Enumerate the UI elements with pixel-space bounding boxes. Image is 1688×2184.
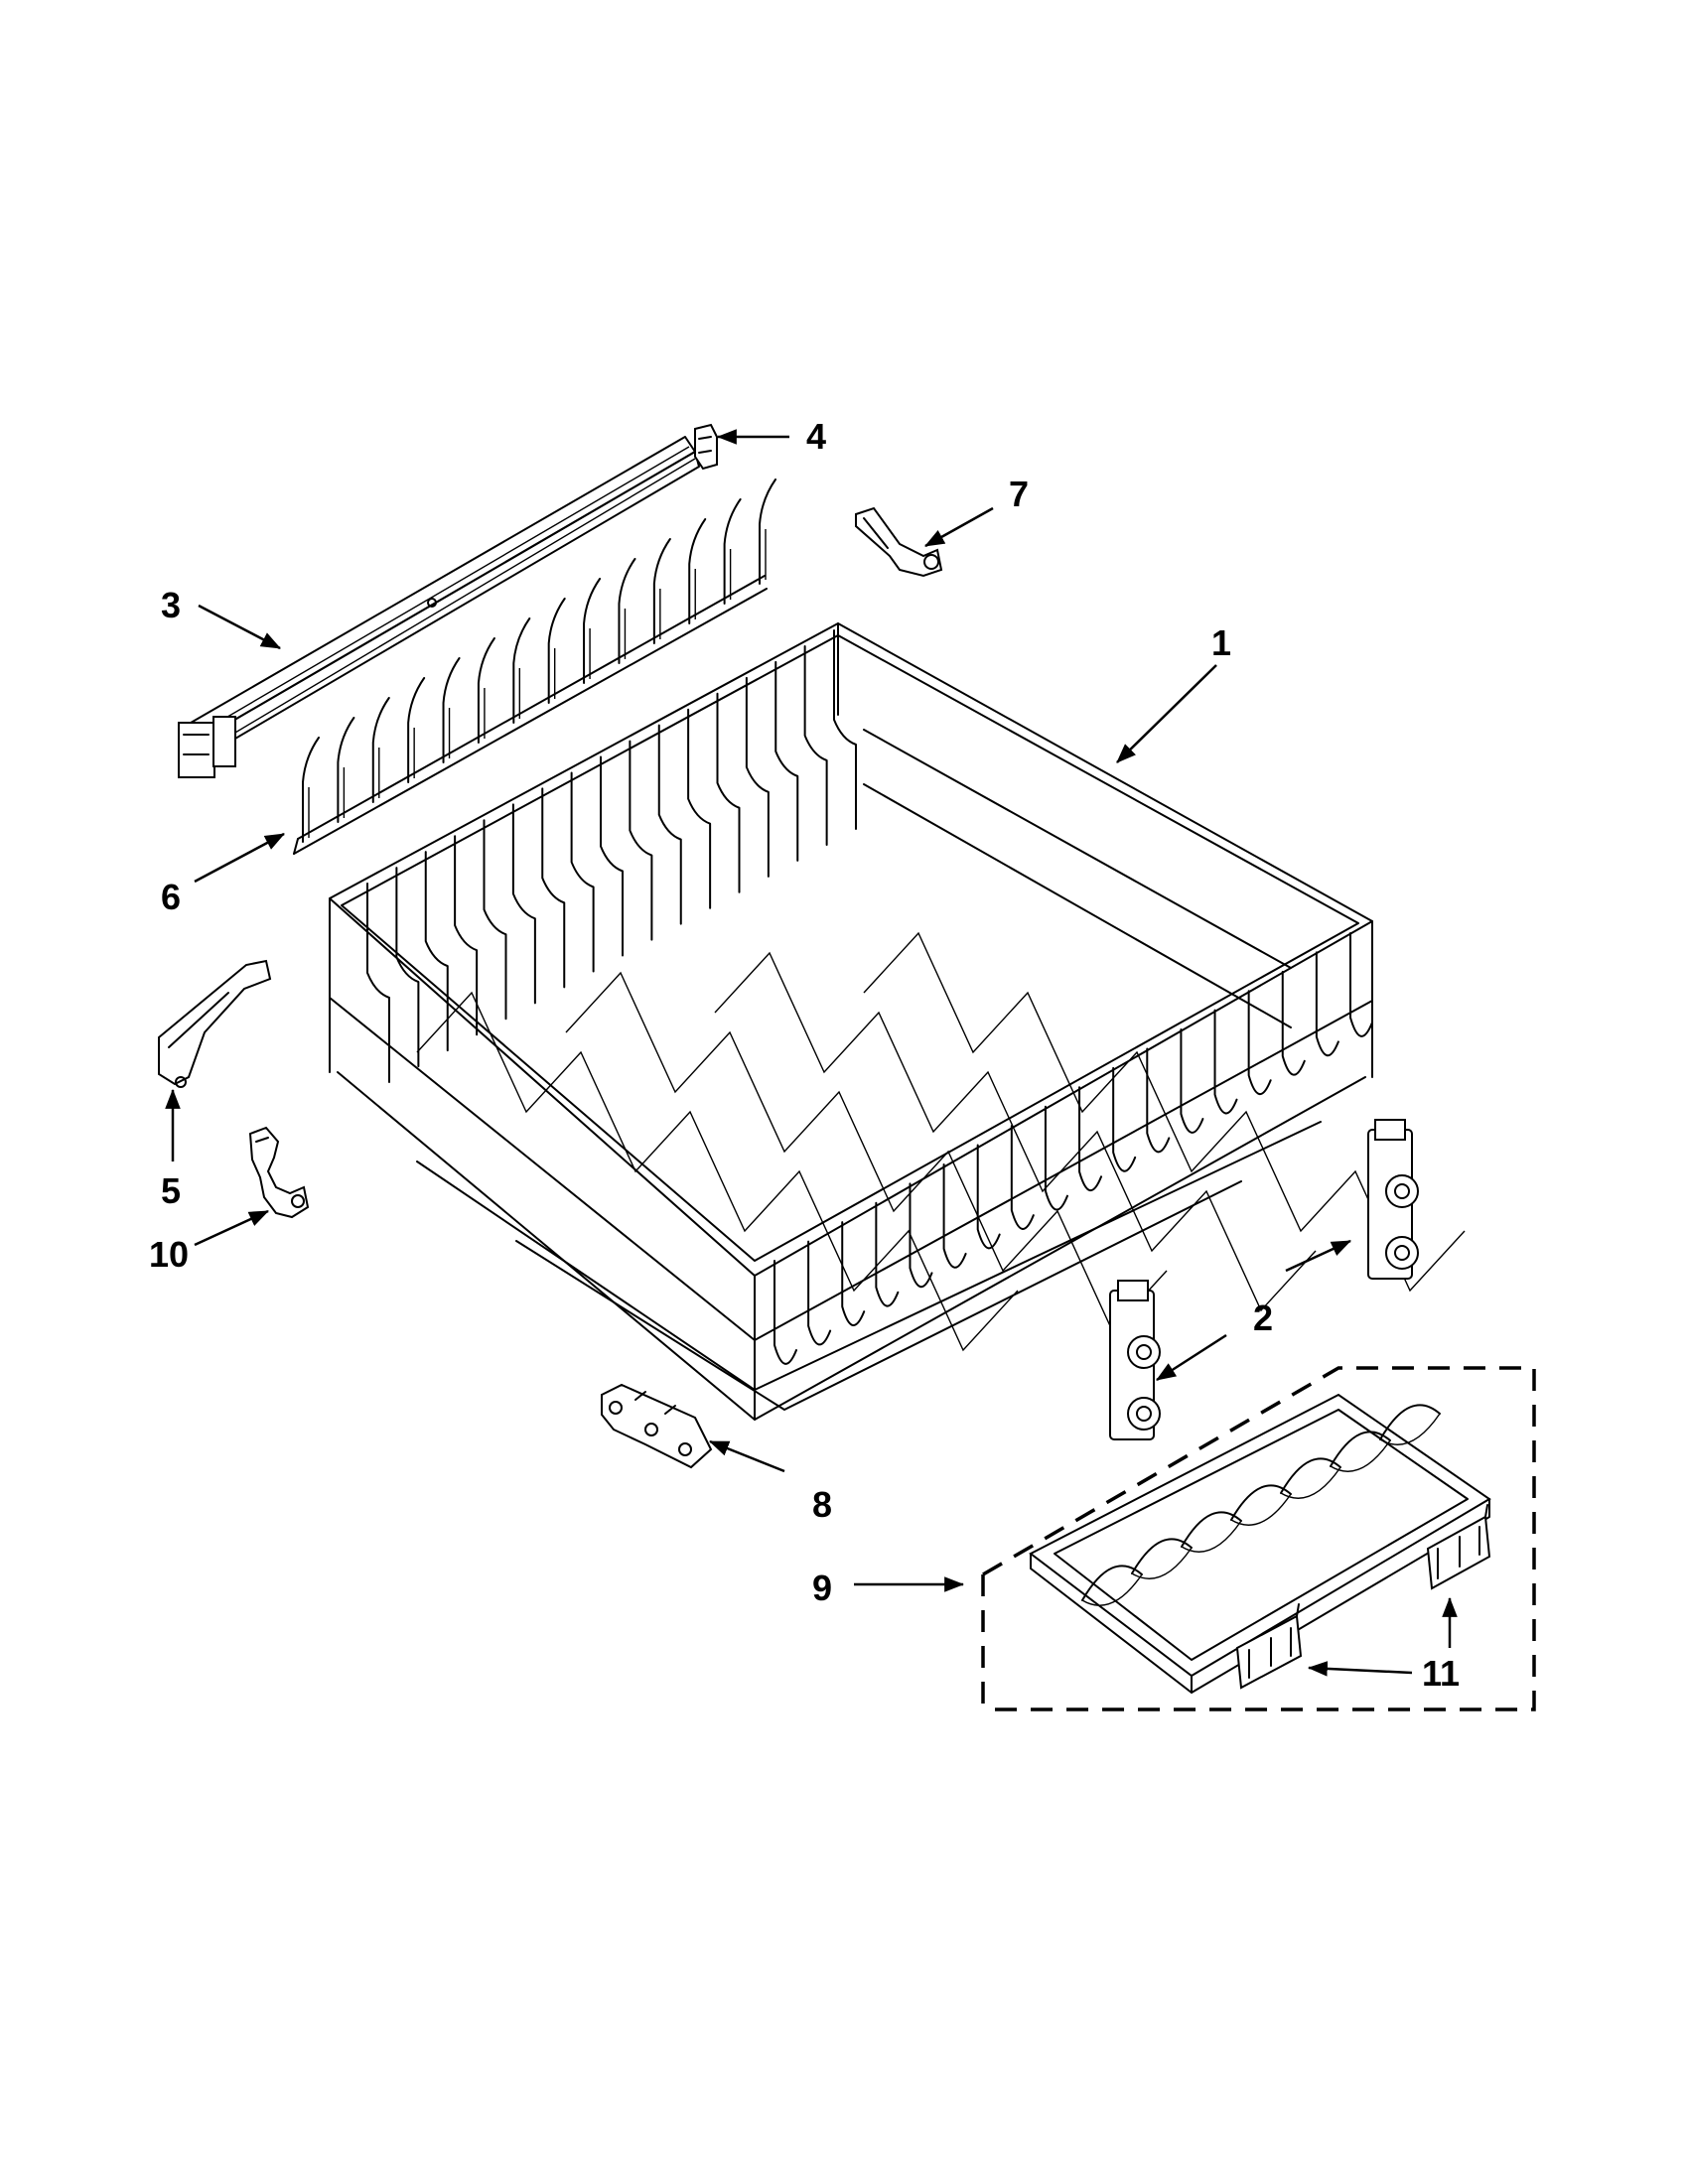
leader-7: [924, 506, 994, 548]
part-9-kit-boundary: [981, 1366, 1536, 1715]
tine-row: [293, 478, 776, 855]
rack-rail: [178, 436, 700, 778]
adjuster-bracket: [158, 959, 272, 1088]
rack-tray: [1029, 1393, 1491, 1694]
callout-6: 6: [161, 877, 181, 917]
tray-clip-right: [1426, 1504, 1491, 1590]
leader-6: [194, 832, 285, 884]
callout-8: 8: [812, 1484, 832, 1525]
wheel-assembly-right: [1367, 1119, 1419, 1280]
callout-1: 1: [1211, 622, 1231, 663]
leader-8: [708, 1439, 785, 1473]
rack-clip: [855, 506, 943, 578]
leader-2a: [1285, 1239, 1352, 1273]
callout-4: 4: [806, 416, 826, 457]
leader-10: [194, 1209, 270, 1247]
leader-2b: [1156, 1333, 1227, 1382]
callout-11: 11: [1422, 1653, 1460, 1694]
upper-rack-basket: [329, 622, 1466, 1421]
rack-stop: [601, 1383, 713, 1469]
leader-3: [198, 604, 281, 650]
callout-10: 10: [149, 1234, 189, 1275]
callout-7: 7: [1009, 474, 1029, 514]
rail-end-cap: [694, 423, 718, 471]
callout-9: 9: [812, 1568, 832, 1608]
tray-clip-left: [1235, 1603, 1303, 1690]
callout-5: 5: [161, 1170, 181, 1211]
callout-2: 2: [1253, 1297, 1273, 1338]
callout-3: 3: [161, 585, 181, 625]
latch: [248, 1126, 310, 1219]
wheel-assembly-left: [1109, 1280, 1161, 1440]
leader-1: [1116, 664, 1217, 763]
leader-11b: [1307, 1661, 1413, 1677]
